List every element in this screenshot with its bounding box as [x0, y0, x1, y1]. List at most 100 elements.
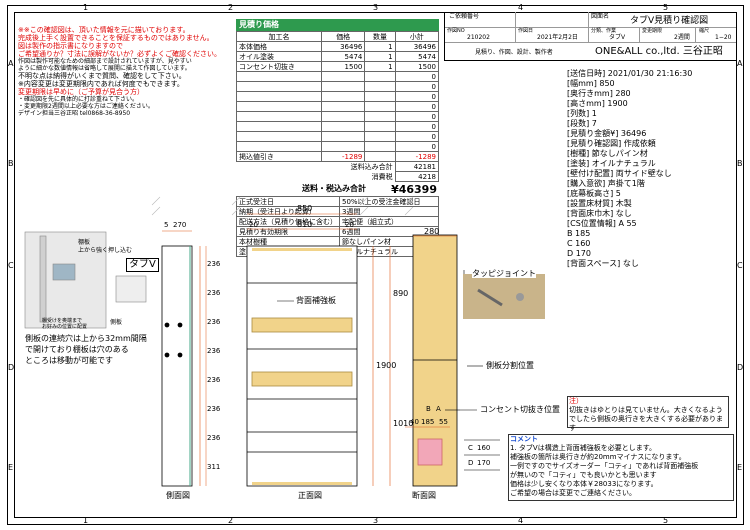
grand-total-value: ¥46399 [391, 183, 437, 196]
side-view [161, 245, 193, 487]
dim-810: 810 [297, 220, 313, 229]
comment-line: ご希望の場合は変更でご連絡ください。 [510, 489, 636, 497]
joint-photo [463, 274, 545, 319]
created-no: 210202 [467, 34, 490, 41]
note-line: 作図は製作可能なための細部まで設計されていますが、見やすい [18, 58, 192, 65]
zone-right-b: B [737, 159, 743, 168]
spec-line: [底幕板高さ] 5 [567, 189, 621, 198]
label-drawing-name: 図面名 [591, 13, 610, 20]
zone-left-d: D [8, 363, 15, 372]
dim-850: 850 [297, 204, 313, 213]
shelf-gap: 236 [207, 376, 221, 384]
shelf-gap: 236 [207, 347, 221, 355]
dim-270: 270 [173, 221, 187, 229]
spec-line: [購入意欲] 声掛て1階 [567, 179, 645, 188]
shelf-gap: 311 [207, 463, 221, 471]
zone-bottom-2: 2 [228, 516, 234, 525]
zone-right-e: E [737, 463, 743, 472]
notes-red: ※※この確認図は、頂いた情報を元に描いております。 完成後上手く設置できることを… [18, 27, 233, 117]
label-c: C [468, 444, 473, 452]
zone-right-c: C [737, 261, 743, 270]
section-view [412, 234, 458, 487]
discount-row: 掲込値引き -1289 -1289 [236, 151, 440, 162]
dim-890: 890 [393, 289, 409, 298]
label-back-board: 背面補強板 [296, 296, 336, 305]
cd-dim-lines [464, 439, 500, 471]
note-line: ・変更期限2週間以上必要な方はご連絡ください。 [18, 103, 154, 110]
dim-280: 280 [424, 227, 440, 236]
note-line: ※※この確認図は、頂いた情報を元に描いております。 [18, 26, 190, 34]
shelf-gap: 236 [207, 260, 221, 268]
dim-170: 170 [477, 459, 491, 467]
label-shelf-note: 上から強く押し込む [78, 247, 133, 254]
label-tabv: タブV [126, 258, 159, 272]
note-line: ※内容変更は変更期限内であれば何度でもできます。 [18, 80, 184, 88]
dim-185: 185 [421, 418, 435, 426]
spec-line: D 170 [567, 249, 591, 258]
front-view [246, 245, 358, 487]
zone-top-4: 4 [518, 3, 524, 12]
note-line: ように細かな数値情報は省略して展開に描えて作図しています。 [18, 65, 191, 72]
change: 2週間 [674, 34, 690, 41]
drawing-name: タブV見積り確認図 [630, 16, 709, 26]
spec-line: [背面床巾木] なし [567, 209, 632, 218]
company-caption: 見積り、作図、設計、製作者 [475, 49, 553, 56]
zone-top-5: 5 [663, 3, 669, 12]
label-front-view: 正面図 [298, 491, 322, 500]
dim-160: 160 [477, 444, 491, 452]
zone-left-a: A [8, 59, 14, 68]
shelf-gap: 236 [207, 405, 221, 413]
label-outlet: コンセント切抜き位置 [480, 405, 560, 414]
comment-line: 一例ですのでサイズオーダー「コティ」であれば背面補強板 [510, 462, 699, 470]
comment-line: 価格は少し安くなり本体￥28033になります。 [510, 480, 658, 488]
label-created-date: 作図日 [518, 28, 534, 34]
zone-bottom-5: 5 [663, 516, 669, 525]
comment-title: コメント [510, 435, 538, 443]
zone-bottom-1: 1 [83, 516, 89, 525]
grand-total-row: 送料・税込み合計 ¥46399 [236, 183, 439, 196]
grand-total-label: 送料・税込み合計 [302, 184, 366, 193]
label-b: B [426, 405, 431, 413]
spec-line: [奥行きmm] 280 [567, 89, 631, 98]
front-dim-lines [247, 213, 391, 486]
spec-line: [樹種] 節なしパイン材 [567, 149, 648, 158]
title-block: ご依頼番号 図面名 タブV見積り確認図 作図NO 作図日 210202 2021… [444, 12, 736, 61]
label-category: 分類、作業 [591, 28, 617, 34]
drawing-frame [7, 5, 744, 525]
spec-line: [列数] 1 [567, 109, 597, 118]
dim-20a: 20 [249, 221, 258, 229]
spec-line: C 160 [567, 239, 591, 248]
note-text: 切抜きはゆとりは見ていません。大きくなるようでしたら側板の奥行きを大きくする必要… [569, 406, 723, 432]
label-side-view: 側面図 [166, 491, 190, 500]
wall-hatch [151, 196, 414, 216]
comment-line: 補強板の箇所は奥行きが約20mmマイナスになります。 [510, 453, 686, 461]
comment-line: 1. タブVは構造上背面補強板を必要とします。 [510, 444, 656, 452]
note-box: 注） 切抜きはゆとりは見ていません。大きくなるようでしたら側板の奥行きを大きくす… [567, 396, 729, 432]
label-scale: 縮尺 [699, 28, 710, 34]
spec-line: [設置床材質] 木製 [567, 199, 632, 208]
zone-top-3: 3 [373, 3, 379, 12]
note-line: 完成後上手く設置できることを保証するものではありません。 [18, 34, 214, 42]
zone-left-c: C [8, 261, 14, 270]
note-line: 図は製作の指示書になりますので [18, 42, 123, 50]
spec-line: [見積り金額¥] 36496 [567, 129, 647, 138]
estimate-title: 見積り価格 [236, 19, 439, 31]
discount-value: -1289 [320, 151, 366, 162]
label-side-divider: 側板分割位置 [486, 361, 534, 370]
zone-left-b: B [8, 159, 14, 168]
label-joint: タッピジョイント [472, 269, 536, 278]
label-hole-note: 側板の連続穴は上から32mm間隔 で開けており棚板は穴のある ところは移動が可能… [25, 334, 147, 365]
label-section-view: 断面図 [412, 491, 436, 500]
shelf-gap: 236 [207, 289, 221, 297]
tax-row: 消費税 4218 [237, 171, 440, 182]
dim-40: 40 [410, 418, 419, 426]
zone-right-d: D [737, 363, 744, 372]
dim-5: 5 [164, 221, 169, 229]
spec-line: [塗装] オイルナチュラル [567, 159, 656, 168]
label-change: 変更期限 [642, 28, 663, 34]
label-created-no: 作図NO [447, 28, 465, 34]
label-insert-note: 棚受けを奥端まで お好みの位置に配置 [42, 318, 88, 330]
zone-bottom-3: 3 [373, 516, 379, 525]
